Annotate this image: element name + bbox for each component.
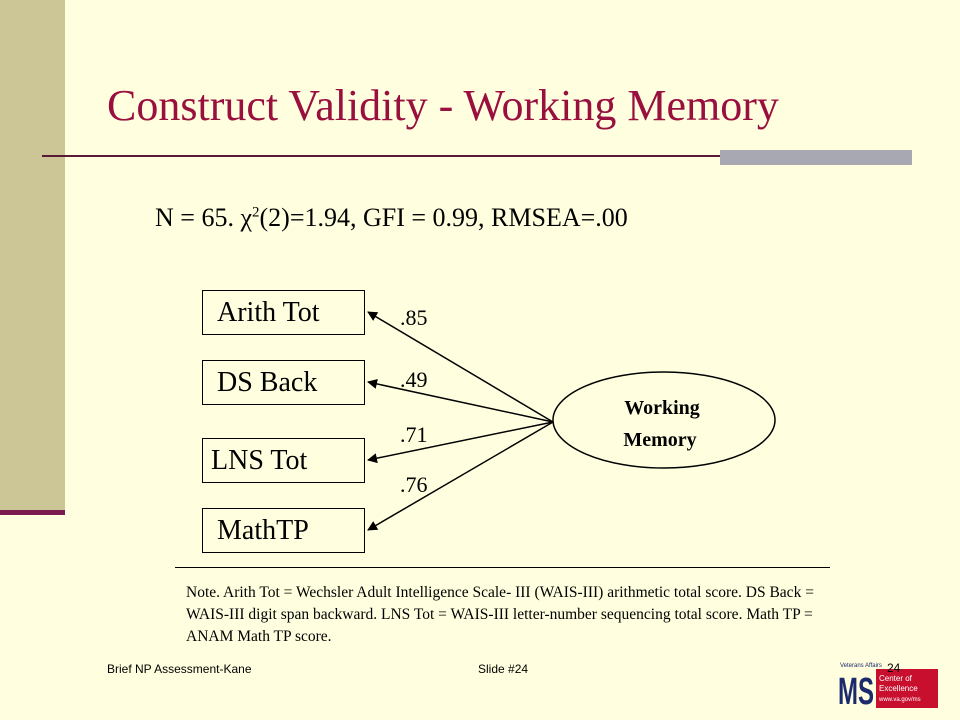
indicator-box-dsback: DS Back <box>202 360 365 405</box>
svg-text:Excellence: Excellence <box>879 684 918 693</box>
note-rule <box>175 567 830 568</box>
footer-page-number: 24 <box>887 661 901 675</box>
model-fit-stats: N = 65. χ2(2)=1.94, GFI = 0.99, RMSEA=.0… <box>155 203 628 233</box>
indicator-box-lns: LNS Tot <box>202 438 365 483</box>
title-rule <box>42 155 912 157</box>
sidebar-accent-line <box>0 510 65 515</box>
svg-text:www.va.gov/ms: www.va.gov/ms <box>878 697 921 703</box>
loading-dsback: .49 <box>400 367 428 392</box>
indicator-label-lns: LNS Tot <box>211 445 308 476</box>
indicator-box-math: MathTP <box>202 508 365 553</box>
chi-symbol: χ <box>240 203 252 232</box>
slide-title: Construct Validity - Working Memory <box>107 81 779 130</box>
indicator-label-math: MathTP <box>217 515 309 546</box>
indicator-label-dsback: DS Back <box>217 367 318 398</box>
chi-exponent: 2 <box>252 204 260 221</box>
footer-slide-label: Slide #24 <box>478 662 529 676</box>
svg-text:Center of: Center of <box>879 674 913 683</box>
indicator-label-arith: Arith Tot <box>217 297 320 328</box>
loading-math: .76 <box>400 472 428 497</box>
factor-label-line2: Memory <box>623 429 696 451</box>
sidebar-band <box>0 0 65 514</box>
footer-presentation-name: Brief NP Assessment-Kane <box>107 662 252 676</box>
table-note: Note. Arith Tot = Wechsler Adult Intelli… <box>186 584 814 645</box>
path-arrow-arith <box>367 311 554 423</box>
va-ms-center-logo: Veterans Affairs MS Center of Excellence… <box>838 660 938 708</box>
path-arrow-lns <box>367 421 554 464</box>
path-arrow-math <box>367 421 554 531</box>
factor-ellipse <box>552 371 776 469</box>
factor-label-line1: Working <box>624 397 700 419</box>
svg-text:Veterans Affairs: Veterans Affairs <box>840 663 882 669</box>
loading-lns: .71 <box>400 422 428 447</box>
loading-arith: .85 <box>400 305 428 330</box>
path-arrow-dsback <box>367 379 554 423</box>
stats-prefix: N = 65. <box>155 203 241 232</box>
title-rule-accent <box>720 150 912 165</box>
indicator-box-arith: Arith Tot <box>202 290 365 335</box>
svg-text:MS: MS <box>838 671 874 708</box>
stats-values: (2)=1.94, GFI = 0.99, RMSEA=.00 <box>259 203 628 232</box>
